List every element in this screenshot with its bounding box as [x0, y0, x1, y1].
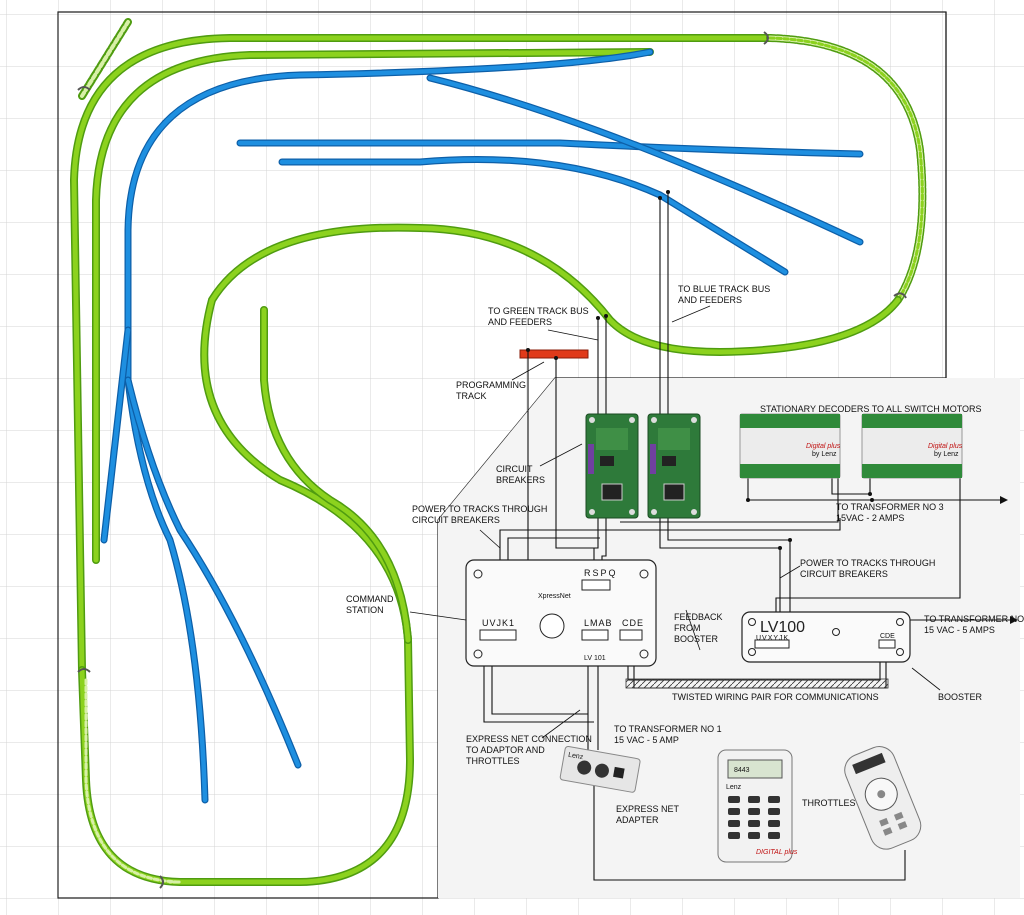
decoder-brand-label: Digital plus: [928, 443, 963, 450]
bumper-icon: [77, 86, 91, 91]
bumper-icon: [763, 31, 769, 45]
transformer1-label-1: TO TRANSFORMER NO 1: [614, 724, 722, 734]
arrows: [1000, 496, 1018, 624]
rspq-label: RSPQ: [584, 568, 618, 578]
bumper-icon: [893, 292, 907, 299]
transformer1-label-2: 15 VAC - 5 AMP: [614, 735, 679, 745]
throttle-handheld: 8443 Lenz DIGITAL plus: [717, 749, 798, 863]
express-net-connection-label-2: TO ADAPTOR AND: [466, 745, 545, 755]
circuit-breaker-2: [647, 413, 701, 519]
transformer2-label-1: TO TRANSFORMER NO 2Z: [924, 614, 1024, 624]
feedback-label-3: BOOSTER: [674, 634, 719, 644]
lv101-label: LV 101: [584, 655, 606, 662]
adapter-brand: Lenz: [568, 752, 585, 762]
twisted-pair-label: TWISTED WIRING PAIR FOR COMMUNICATIONS: [672, 692, 879, 702]
power-right-label-2: CIRCUIT BREAKERS: [800, 569, 888, 579]
bumper-icon: [77, 668, 91, 673]
command-station-label-1: COMMAND: [346, 594, 394, 604]
throttle-foot: DIGITAL plus: [756, 849, 798, 856]
transformer3-label-2: 15VAC - 2 AMPS: [836, 513, 904, 523]
decoder-brand-label: Digital plus: [806, 443, 841, 450]
feedback-label-1: FEEDBACK: [674, 612, 723, 622]
stationary-decoders-label: STATIONARY DECODERS TO ALL SWITCH MOTORS: [760, 404, 982, 414]
programming-label-2: TRACK: [456, 391, 487, 401]
command-station-label-2: STATION: [346, 605, 384, 615]
blue-track-group: [100, 48, 864, 804]
circuit-breakers-label-2: BREAKERS: [496, 475, 545, 485]
track-bumpers: [77, 31, 907, 889]
blue-bus-label-2: AND FEEDERS: [678, 295, 742, 305]
label-pointers: [409, 305, 941, 739]
throttle-lcd: 8443: [734, 767, 750, 774]
green-bus-label-1: TO GREEN TRACK BUS: [488, 306, 589, 316]
socket-icon: [577, 760, 592, 775]
xpressnet-label: XpressNet: [538, 593, 571, 600]
junction-dots: [526, 190, 874, 550]
bumper-icon: [159, 875, 164, 889]
throttle-knob: [844, 746, 922, 850]
express-net-connection-label-3: THROTTLES: [466, 756, 520, 766]
decoder-small-label: by Lenz: [934, 451, 959, 458]
transformer2-label-2: 15 VAC - 5 AMPS: [924, 625, 995, 635]
lv100-label: LV100: [760, 619, 805, 636]
green-bus-label-2: AND FEEDERS: [488, 317, 552, 327]
decoder-small-label: by Lenz: [812, 451, 837, 458]
throttles-label: THROTTLES: [802, 798, 856, 808]
twisted-pair-wire: [625, 678, 889, 689]
circuit-breakers-label-1: CIRCUIT: [496, 464, 533, 474]
throttle-brand: Lenz: [726, 784, 742, 791]
booster-cde-label: CDE: [880, 633, 895, 640]
lmab-label: LMAB: [584, 618, 613, 628]
socket-icon: [594, 763, 609, 778]
power-right-label-1: POWER TO TRACKS THROUGH: [800, 558, 935, 568]
uvjk-label: UVJK1: [482, 618, 515, 628]
express-net-connection-label-1: EXPRESS NET CONNECTION: [466, 734, 592, 744]
booster: LV100 UVXYJK CDE: [741, 611, 911, 663]
express-net-adapter-label-2: ADAPTER: [616, 815, 659, 825]
express-net-adapter: Lenz: [559, 745, 641, 793]
cde-label: CDE: [622, 618, 644, 628]
stationary-decoder-1: Digital plus by Lenz: [739, 413, 841, 479]
feedback-label-2: FROM: [674, 623, 701, 633]
stationary-decoder-2: Digital plus by Lenz: [861, 413, 963, 479]
transformer3-label-1: TO TRANSFORMER NO 3: [836, 502, 944, 512]
booster-label: BOOSTER: [938, 692, 983, 702]
power-left-label-1: POWER TO TRACKS THROUGH: [412, 504, 547, 514]
programming-track: [519, 349, 589, 359]
text-labels: TO GREEN TRACK BUS AND FEEDERS TO BLUE T…: [346, 284, 1024, 825]
power-left-label-2: CIRCUIT BREAKERS: [412, 515, 500, 525]
programming-label-1: PROGRAMMING: [456, 380, 526, 390]
express-net-adapter-label-1: EXPRESS NET: [616, 804, 680, 814]
xpressnet-socket: [539, 613, 565, 639]
circuit-breaker-1: [585, 413, 639, 519]
green-track-group: [69, 18, 927, 886]
uvxyjk-label: UVXYJK: [756, 635, 789, 642]
blue-bus-label-1: TO BLUE TRACK BUS: [678, 284, 770, 294]
command-station: XpressNet RSPQ UVJK1 LMAB CDE LV 101: [465, 559, 657, 667]
